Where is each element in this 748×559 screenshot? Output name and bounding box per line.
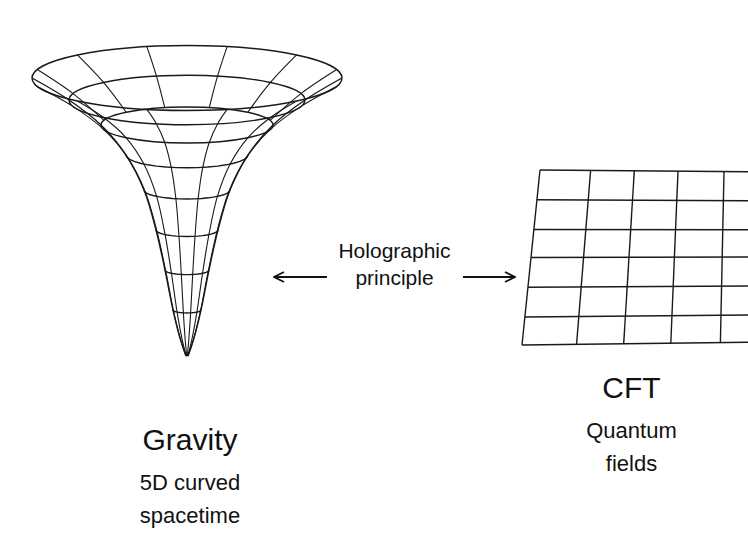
funnel-meridian (37, 70, 104, 121)
cft-node: CFT Quantum fields (515, 160, 748, 480)
funnel-meridian (209, 47, 227, 108)
edge-label: Holographic principle (327, 237, 463, 291)
funnel-meridian (188, 86, 337, 356)
funnel-outline (32, 78, 186, 356)
funnel-ring (32, 45, 342, 110)
funnel-meridian (188, 101, 297, 356)
funnel-meridian (77, 55, 126, 112)
grid-line (528, 286, 748, 287)
gravity-node: Gravity 5D curved spacetime (120, 60, 260, 532)
funnel-meridian (187, 109, 227, 356)
grid-line (534, 229, 748, 231)
grid-line (537, 200, 748, 201)
funnel-meridian (147, 47, 165, 108)
funnel-meridian (77, 101, 186, 356)
node-title: Gravity (142, 420, 237, 460)
funnel-meridian (147, 109, 187, 356)
node-subtitle: 5D curved spacetime (125, 466, 255, 532)
grid-line (531, 256, 748, 258)
cft-grid (522, 170, 748, 345)
node-subtitle: Quantum fields (567, 414, 697, 480)
grid-line (522, 342, 748, 345)
funnel-meridian (37, 86, 186, 356)
node-title: CFT (602, 368, 660, 408)
grid-line (525, 315, 748, 317)
funnel-outline (188, 78, 342, 356)
gravity-funnel (32, 45, 342, 356)
funnel-meridian (270, 70, 337, 121)
grid-line (540, 170, 748, 172)
